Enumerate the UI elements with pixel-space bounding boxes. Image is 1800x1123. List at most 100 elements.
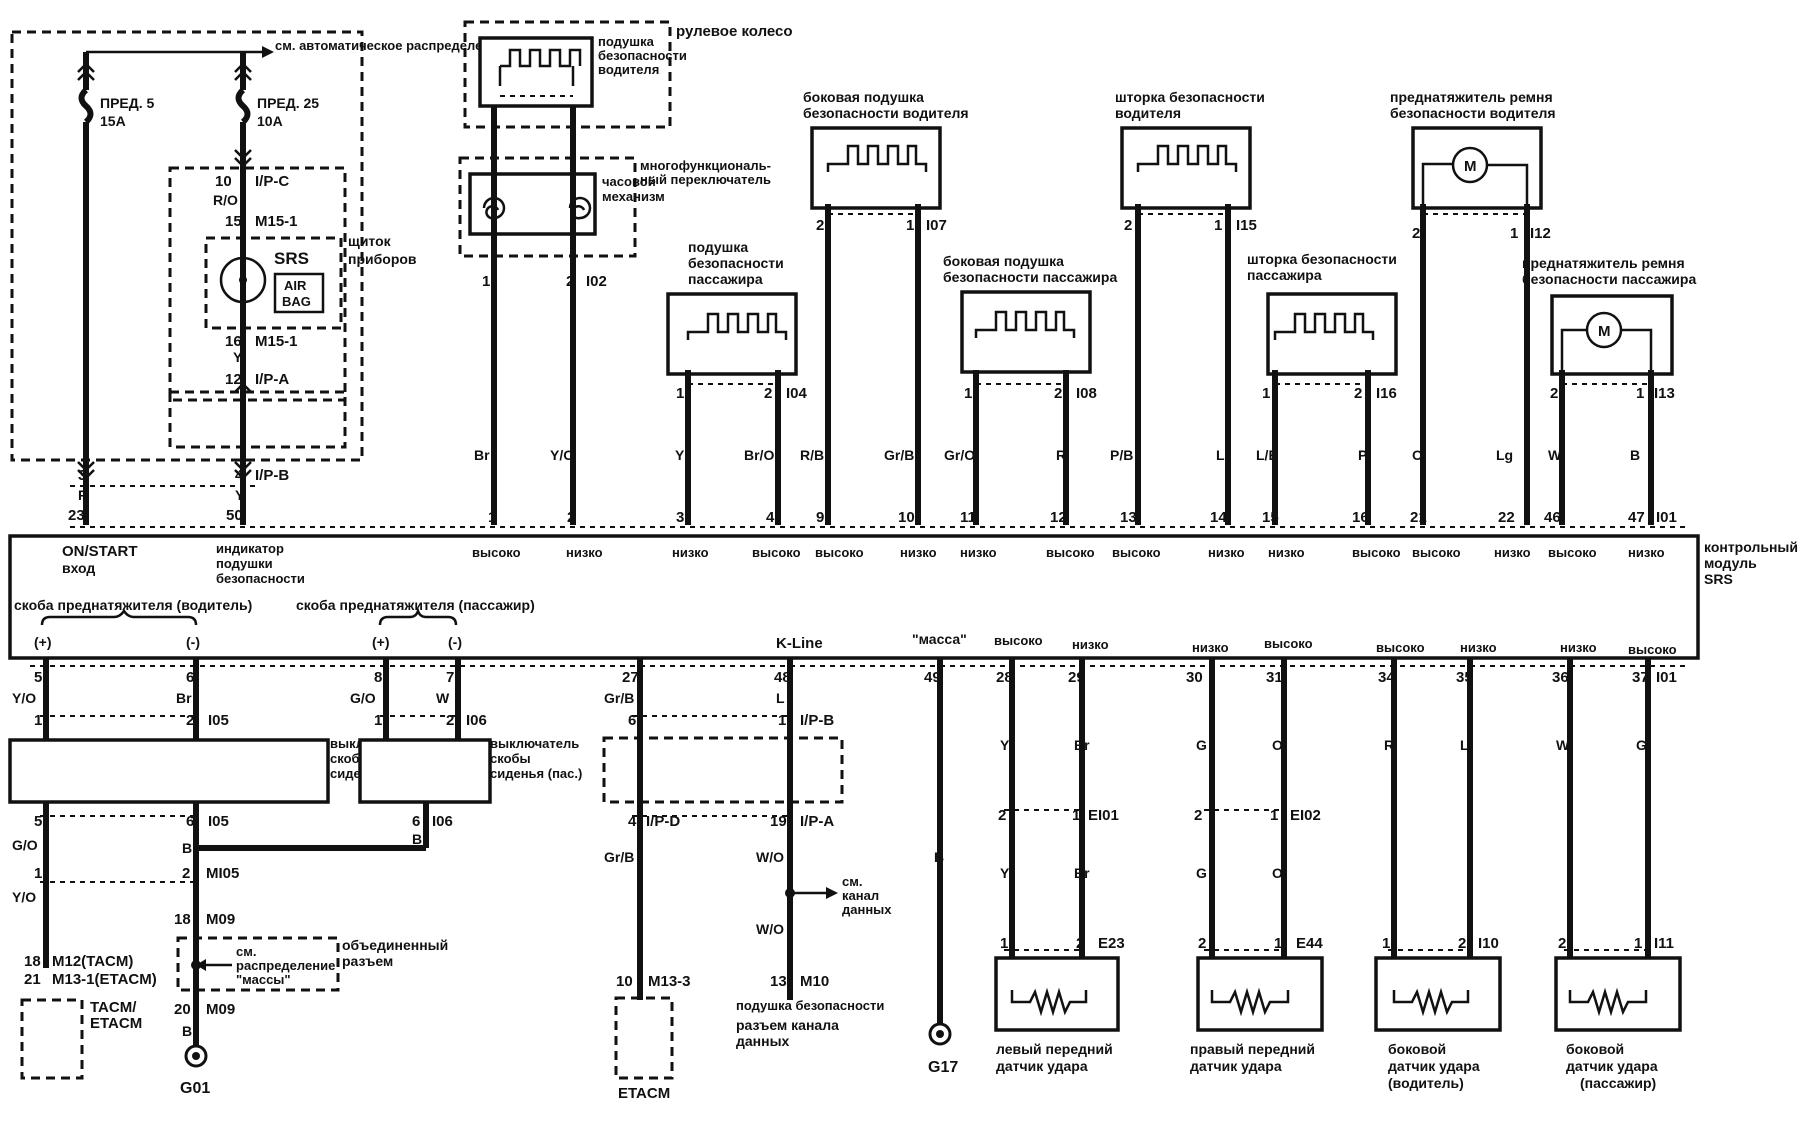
svg-text:Y/O: Y/O xyxy=(550,447,574,463)
ei02-connector: EI02 xyxy=(1290,807,1321,824)
m15-connector-top: M15-1 xyxy=(255,213,298,230)
i10-connector: I10 xyxy=(1478,935,1499,952)
svg-text:Br/O: Br/O xyxy=(744,447,774,463)
svg-text:Lg: Lg xyxy=(1496,447,1513,463)
svg-text:2: 2 xyxy=(446,712,454,729)
joint-connector-box xyxy=(176,936,340,992)
svg-text:L: L xyxy=(776,690,785,706)
seat-switch-driver-box xyxy=(8,738,330,804)
svg-text:L: L xyxy=(1216,447,1225,463)
svg-text:4: 4 xyxy=(628,813,637,830)
fuse25-name: ПРЕД. 25 xyxy=(257,95,319,111)
svg-text:безопасности пассажира: безопасности пассажира xyxy=(1522,271,1696,287)
i05-connector-top: I05 xyxy=(208,712,229,729)
svg-text:6: 6 xyxy=(628,712,636,729)
svg-text:низко: низко xyxy=(1460,640,1497,655)
svg-text:G/O: G/O xyxy=(350,690,376,706)
ipa-connector: I/P-A xyxy=(255,371,289,388)
svg-text:W/O: W/O xyxy=(756,921,784,937)
svg-text:Y: Y xyxy=(235,487,245,503)
svg-text:21: 21 xyxy=(24,971,41,988)
ground-label: "масса" xyxy=(912,631,967,647)
svg-text:разъем: разъем xyxy=(342,953,393,969)
svg-text:безопасности: безопасности xyxy=(598,48,687,63)
ipc-connector: I/P-C xyxy=(255,173,289,190)
svg-text:23: 23 xyxy=(68,507,85,524)
svg-text:6: 6 xyxy=(412,813,420,830)
svg-text:Gr/O: Gr/O xyxy=(944,447,975,463)
svg-text:7: 7 xyxy=(446,669,454,686)
svg-text:боковая подушка: боковая подушка xyxy=(803,89,924,105)
svg-text:приборов: приборов xyxy=(348,251,417,267)
svg-text:15: 15 xyxy=(1262,509,1279,526)
svg-text:B: B xyxy=(182,1023,192,1039)
svg-text:преднатяжитель ремня: преднатяжитель ремня xyxy=(1522,255,1685,271)
svg-text:Gr/B: Gr/B xyxy=(884,447,914,463)
svg-text:низко: низко xyxy=(900,545,937,560)
svg-text:правый передний: правый передний xyxy=(1190,1041,1315,1057)
svg-text:31: 31 xyxy=(1266,669,1283,686)
svg-text:10: 10 xyxy=(215,173,232,190)
mi05-connector: MI05 xyxy=(206,865,239,882)
power-distribution-dashed-box xyxy=(10,30,364,462)
svg-text:W: W xyxy=(1548,447,1562,463)
svg-text:скобы: скобы xyxy=(490,751,531,766)
svg-text:Y: Y xyxy=(1000,865,1010,881)
svg-text:преднатяжитель ремня: преднатяжитель ремня xyxy=(1390,89,1553,105)
svg-text:2: 2 xyxy=(1076,935,1084,952)
svg-text:высоко: высоко xyxy=(994,633,1043,648)
svg-text:низко: низко xyxy=(1560,640,1597,655)
svg-text:подушка: подушка xyxy=(598,34,655,49)
svg-text:AIR: AIR xyxy=(284,278,307,293)
svg-text:2: 2 xyxy=(1558,935,1566,952)
fuse5-rating: 15A xyxy=(100,113,126,129)
buckle-driver-label: скоба преднатяжителя (водитель) xyxy=(14,597,252,613)
svg-text:5: 5 xyxy=(34,813,42,830)
svg-text:1: 1 xyxy=(1634,935,1642,952)
svg-text:(+): (+) xyxy=(372,634,390,650)
svg-text:16: 16 xyxy=(1352,509,1369,526)
svg-text:левый передний: левый передний xyxy=(996,1041,1113,1057)
i06-connector-top: I06 xyxy=(466,712,487,729)
svg-text:Br: Br xyxy=(1074,737,1090,753)
g01-label: G01 xyxy=(180,1080,210,1097)
svg-text:2: 2 xyxy=(998,807,1006,824)
svg-text:34: 34 xyxy=(1378,669,1395,686)
svg-text:G: G xyxy=(1196,865,1207,881)
svg-text:2: 2 xyxy=(182,865,190,882)
svg-text:датчик удара: датчик удара xyxy=(996,1058,1088,1074)
svg-text:боковая подушка: боковая подушка xyxy=(943,253,1064,269)
i02-connector: I02 xyxy=(586,273,607,290)
svg-text:28: 28 xyxy=(996,669,1013,686)
i06-connector-bottom: I06 xyxy=(432,813,453,830)
svg-text:G/O: G/O xyxy=(12,837,38,853)
svg-text:R: R xyxy=(78,487,88,503)
instrument-cluster-label: щиток xyxy=(348,233,392,249)
svg-text:50: 50 xyxy=(226,507,243,524)
svg-text:TACM/: TACM/ xyxy=(90,999,137,1016)
svg-text:13: 13 xyxy=(770,973,787,990)
pretensioner-driver: преднатяжитель ремня безопасности водите… xyxy=(1390,89,1556,526)
clock-spring-box xyxy=(468,172,597,236)
svg-text:безопасности: безопасности xyxy=(688,255,784,271)
svg-text:B: B xyxy=(934,849,944,865)
svg-text:M: M xyxy=(1598,323,1611,340)
svg-text:Y/O: Y/O xyxy=(12,889,36,905)
fuse5-name: ПРЕД. 5 xyxy=(100,95,154,111)
svg-text:G: G xyxy=(1196,737,1207,753)
svg-text:21: 21 xyxy=(1410,509,1427,526)
svg-text:P/B: P/B xyxy=(1110,447,1133,463)
svg-text:10: 10 xyxy=(898,509,915,526)
svg-text:Br: Br xyxy=(1074,865,1090,881)
ipa-connector-lower: I/P-A xyxy=(800,813,834,830)
svg-text:2: 2 xyxy=(1412,225,1420,242)
srs-module-box xyxy=(8,534,1700,660)
svg-text:водителя: водителя xyxy=(1115,105,1181,121)
svg-text:1: 1 xyxy=(374,712,382,729)
svg-text:"массы": "массы" xyxy=(236,972,291,987)
svg-text:высоко: высоко xyxy=(1548,545,1597,560)
srs-text: SRS xyxy=(274,249,309,268)
m13-3-connector: M13-3 xyxy=(648,973,691,990)
fuse25-rating: 10A xyxy=(257,113,283,129)
svg-text:1: 1 xyxy=(964,385,972,402)
